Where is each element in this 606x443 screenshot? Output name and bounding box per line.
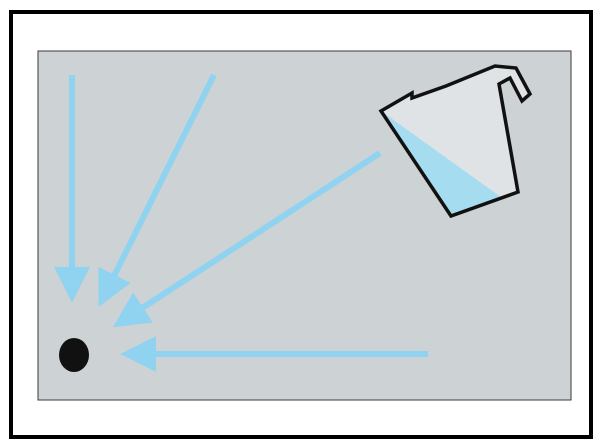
arrow-steep-diagonal [98,73,217,308]
drain-point-dot [59,338,89,372]
jug-outline [378,64,533,219]
jug-liquid [381,111,505,216]
measuring-jug-icon [378,64,533,219]
arrow-shallow-diagonal [112,150,382,328]
jug-body [381,66,530,216]
arrows-group [54,73,428,372]
